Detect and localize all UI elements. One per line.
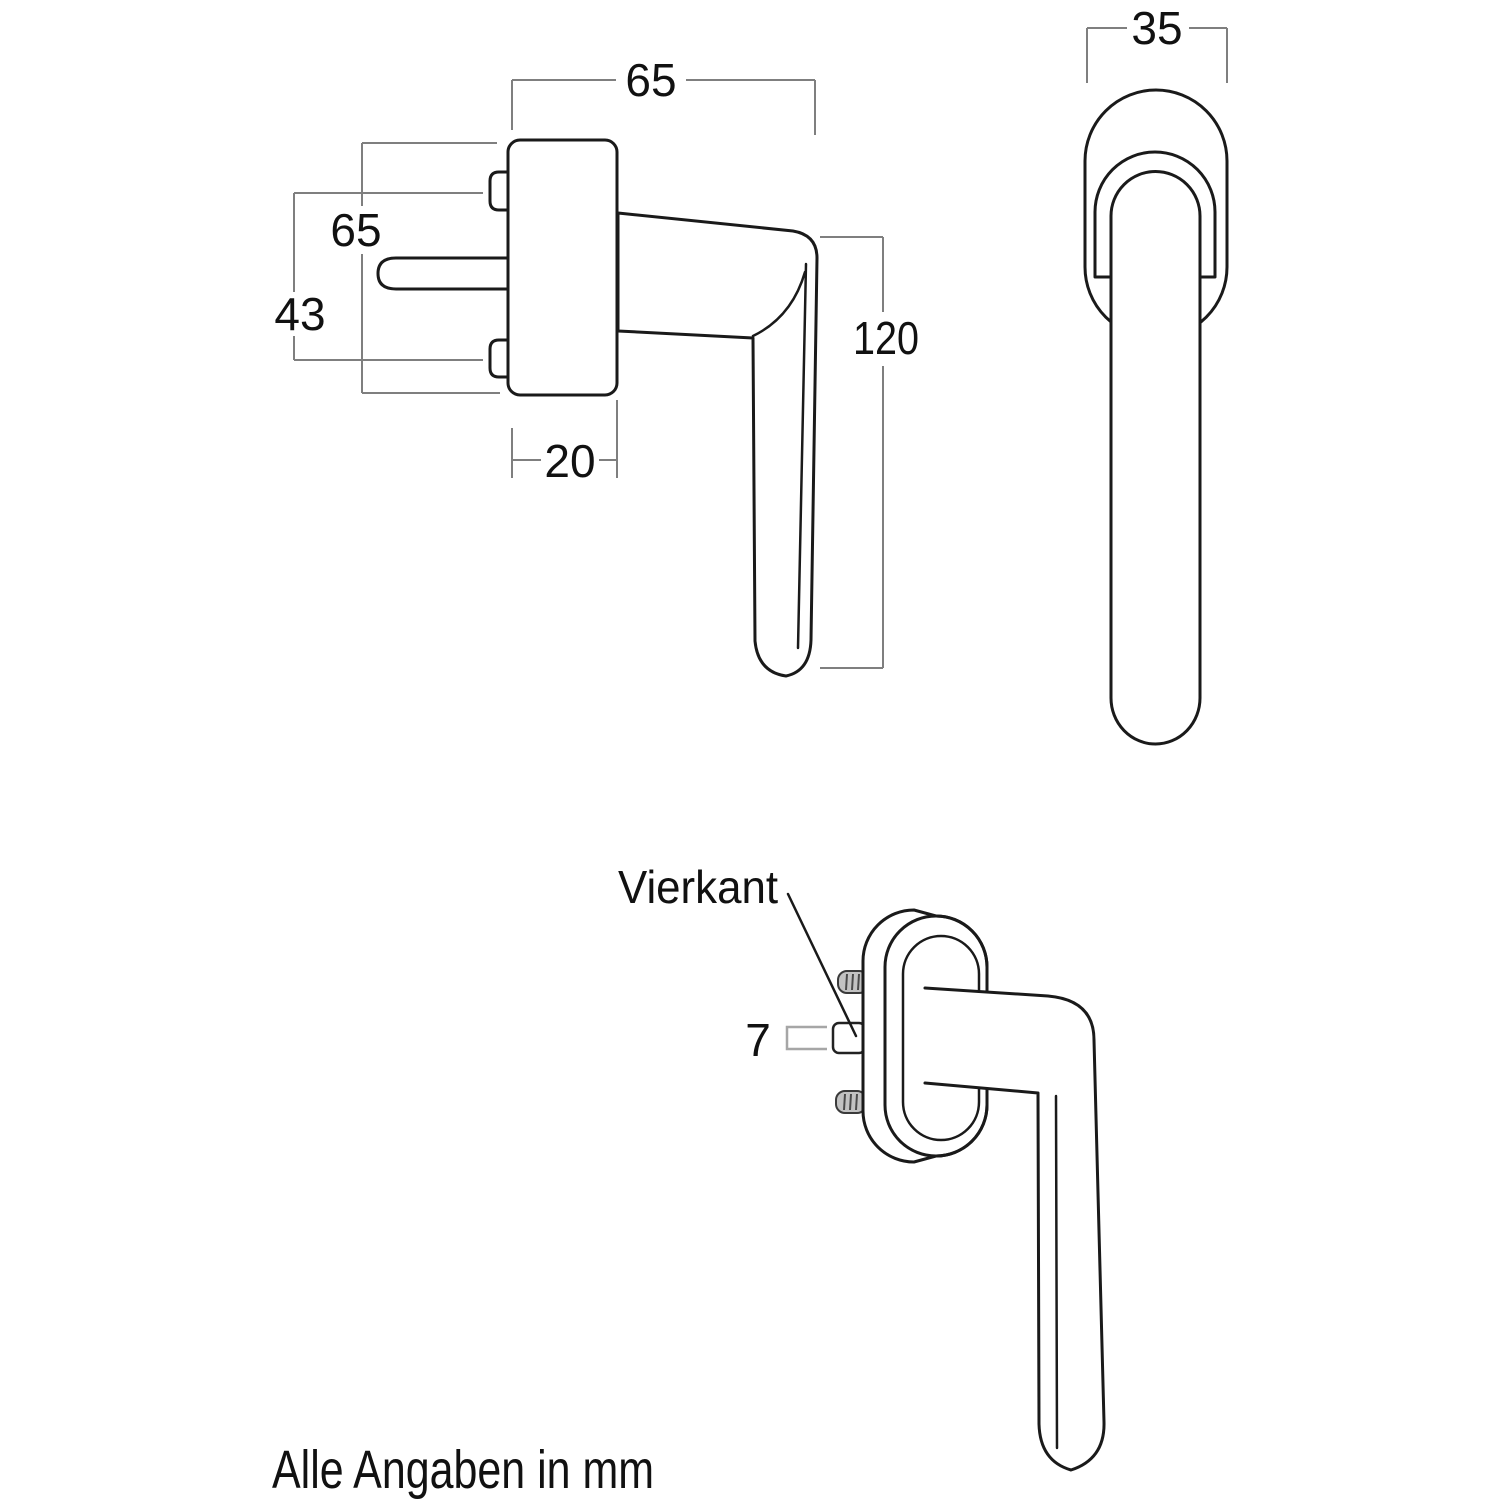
screw-bump-bottom bbox=[488, 338, 508, 379]
handle-3d-edge-highlight bbox=[1054, 1094, 1059, 1450]
grip-front bbox=[1109, 170, 1202, 746]
dim-plate-depth-value: 20 bbox=[544, 435, 595, 487]
handle-elbow-crease bbox=[751, 270, 807, 338]
spindle-bar bbox=[376, 256, 508, 291]
dim-plate-depth: 20 bbox=[511, 400, 618, 487]
dim-plate-height-value: 65 bbox=[330, 204, 381, 256]
base-plate-side bbox=[506, 138, 619, 397]
perspective-view: Vierkant 7 bbox=[618, 861, 1106, 1472]
vierkant-label: Vierkant bbox=[618, 861, 778, 913]
square-spindle bbox=[831, 1021, 867, 1055]
dim-grip-length: 120 bbox=[820, 236, 919, 669]
handle-3d-outline bbox=[923, 986, 1106, 1472]
dim-spindle-square-value: 7 bbox=[745, 1014, 771, 1066]
units-note: Alle Angaben in mm bbox=[272, 1440, 654, 1500]
screw-top bbox=[837, 970, 869, 994]
handle-side bbox=[616, 211, 819, 678]
dim-handle-reach-value: 65 bbox=[625, 54, 676, 106]
dim-handle-reach: 65 bbox=[511, 54, 816, 135]
handle-edge-highlight bbox=[796, 262, 808, 650]
dim-spindle-square: 7 bbox=[745, 1014, 827, 1066]
side-view: 65 65 43 20 120 bbox=[274, 54, 919, 678]
front-view: 35 bbox=[1083, 2, 1229, 746]
neck-arch bbox=[1093, 150, 1217, 279]
dim-screw-spacing: 43 bbox=[274, 192, 483, 361]
dim-plate-height: 65 bbox=[330, 142, 500, 394]
dim-rosette-width: 35 bbox=[1086, 2, 1228, 83]
screw-bump-top bbox=[488, 170, 508, 212]
dim-grip-length-value: 120 bbox=[853, 312, 919, 364]
dim-screw-spacing-value: 43 bbox=[274, 288, 325, 340]
vierkant-leader-line bbox=[786, 892, 858, 1038]
dim-rosette-width-value: 35 bbox=[1131, 2, 1182, 54]
handle-3d-fill bbox=[925, 988, 1105, 1470]
